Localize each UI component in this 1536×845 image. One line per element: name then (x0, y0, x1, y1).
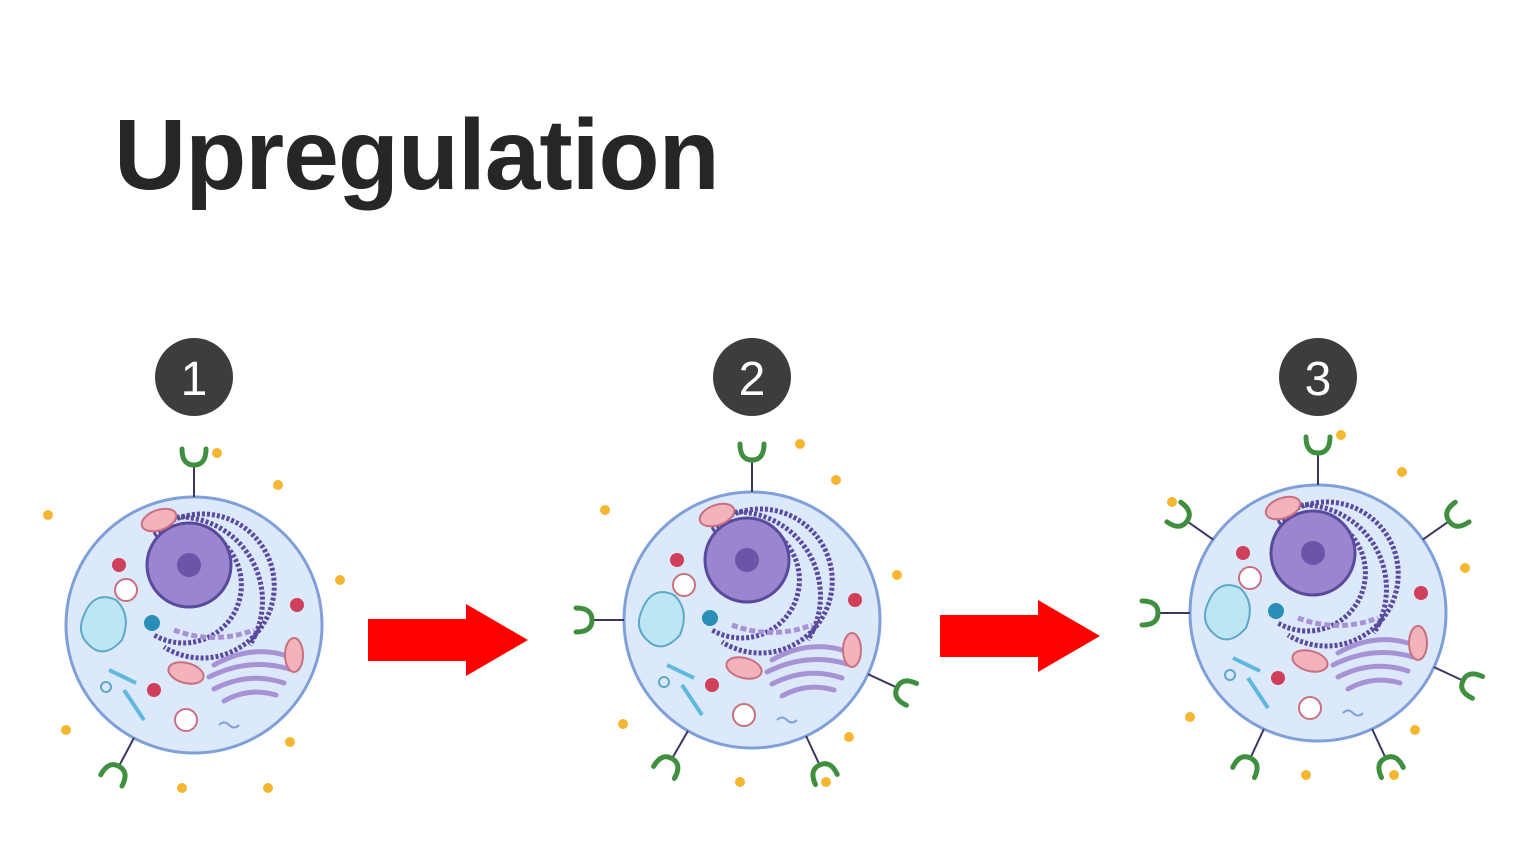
receptor-icon (740, 444, 764, 492)
receptor-icon (182, 449, 206, 497)
step-2-number: 2 (739, 353, 766, 406)
receptor-icon (576, 608, 624, 632)
diagram-title: Upregulation (114, 99, 720, 211)
step-1-badge: 1 (155, 338, 233, 416)
cell-2 (576, 444, 917, 785)
ligands (43, 430, 1470, 793)
step-2-badge: 2 (713, 338, 791, 416)
cell-1 (66, 449, 322, 786)
step-3-number: 3 (1305, 353, 1332, 406)
arrow-2-to-3 (940, 600, 1100, 672)
step-1-number: 1 (181, 353, 208, 406)
receptor-icon (1306, 437, 1330, 485)
step-3-badge: 3 (1279, 338, 1357, 416)
receptor-icon (1142, 601, 1190, 625)
cell-3 (1142, 437, 1483, 778)
arrow-1-to-2 (368, 604, 528, 676)
